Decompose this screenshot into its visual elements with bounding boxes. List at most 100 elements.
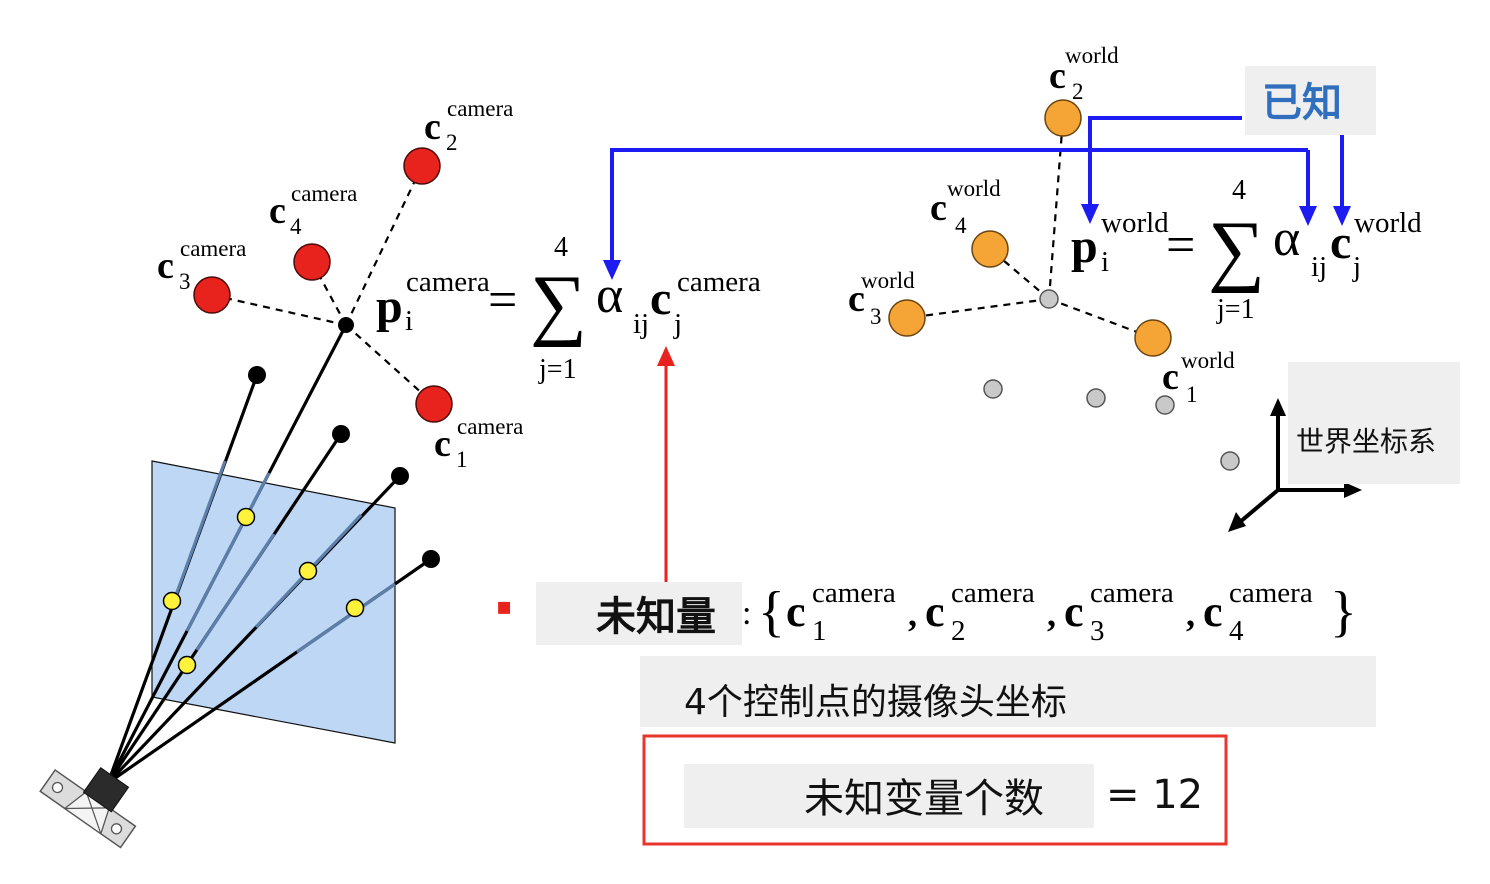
label-c1-world-sub: 1 bbox=[1186, 382, 1198, 407]
known-arrow-to-alpha-camera bbox=[610, 148, 1308, 262]
label-c2-camera-sup: camera bbox=[447, 96, 513, 121]
unknowns-description: 4个控制点的摄像头坐标 bbox=[684, 682, 1067, 723]
eq-world-lhs-sub: i bbox=[1101, 246, 1109, 278]
world-equation: p world i = ∑ 4 j=1 α ij c world j bbox=[1071, 175, 1422, 325]
label-c2-camera-sub: 2 bbox=[446, 130, 458, 155]
known-arrows bbox=[610, 116, 1344, 262]
camera-scene: c camera 2 c camera 4 c camera 3 c camer… bbox=[39, 96, 761, 849]
unknown-c1-sup: camera bbox=[812, 577, 896, 609]
unknown-c2-sub: 2 bbox=[951, 615, 966, 647]
unknowns-comma-3: , bbox=[1186, 594, 1195, 634]
label-c4-world: c bbox=[930, 187, 947, 229]
ray-behind-plane bbox=[296, 582, 396, 654]
world-scene: c world 2 c world 4 c world 3 c world 1 … bbox=[848, 43, 1460, 532]
label-c3-camera-sup: camera bbox=[180, 236, 246, 261]
unknowns-label-bg bbox=[536, 582, 742, 645]
label-c1-camera-sup: camera bbox=[457, 414, 523, 439]
camera-equation: p camera i = ∑ 4 j=1 α ij c camera j bbox=[376, 232, 761, 385]
unknowns-close-brace: } bbox=[1330, 581, 1357, 643]
object-point bbox=[391, 467, 409, 485]
control-point-world-2 bbox=[1044, 99, 1082, 137]
image-point bbox=[162, 591, 182, 611]
eq-camera-rhs: c bbox=[650, 272, 671, 325]
unknown-c1-sub: 1 bbox=[812, 615, 827, 647]
known-arrow-to-p-world bbox=[1088, 116, 1242, 205]
world-point bbox=[1220, 451, 1240, 471]
control-point-world-4 bbox=[971, 230, 1009, 268]
world-point bbox=[983, 379, 1003, 399]
world-point bbox=[1086, 388, 1106, 408]
label-c4-camera-sub: 4 bbox=[290, 214, 302, 239]
description-bg bbox=[640, 656, 1376, 727]
unknown-count-value: = 12 bbox=[1106, 772, 1203, 818]
eq-camera-lhs: p bbox=[376, 280, 403, 333]
eq-camera-rhs-sup: camera bbox=[677, 266, 761, 298]
unknown-c2-sup: camera bbox=[951, 577, 1035, 609]
eq-world-alpha-sub: ij bbox=[1311, 251, 1327, 283]
object-point bbox=[248, 366, 266, 384]
known-label: 已知 bbox=[1262, 80, 1342, 126]
eq-camera-sum-lower: j=1 bbox=[538, 354, 577, 385]
control-point-camera-1 bbox=[415, 385, 453, 423]
eq-world-rhs: c bbox=[1330, 216, 1351, 269]
label-c3-world-sub: 3 bbox=[870, 304, 882, 329]
known-arrowheads bbox=[603, 204, 1351, 280]
control-point-camera-2 bbox=[403, 147, 441, 185]
label-c3-world-sup: world bbox=[861, 268, 915, 293]
control-points-world bbox=[888, 99, 1172, 357]
camera-icon bbox=[39, 766, 137, 849]
eq-camera-equals: = bbox=[488, 272, 517, 329]
eq-camera-alpha: α bbox=[596, 267, 623, 324]
eq-world-sum-upper: 4 bbox=[1232, 175, 1246, 206]
unknown-count-label-bg bbox=[684, 764, 1094, 828]
label-c1-camera-sub: 1 bbox=[456, 447, 468, 472]
label-c4-world-sub: 4 bbox=[955, 213, 967, 238]
image-point bbox=[298, 561, 318, 581]
unknowns-comma-2: , bbox=[1047, 594, 1056, 634]
dashed-link bbox=[906, 297, 1050, 320]
unknown-count-label: 未知变量个数 bbox=[804, 776, 1044, 822]
unknown-arrowhead bbox=[657, 346, 675, 366]
unknown-c1: c bbox=[786, 587, 806, 636]
unknowns-open-brace: { bbox=[758, 581, 785, 643]
world-point bbox=[1155, 395, 1175, 415]
control-point-camera-3 bbox=[193, 276, 231, 314]
dashed-link bbox=[345, 165, 423, 326]
unknowns-row: ▪ 未知量 : { c camera 1 , c camera 2 , c ca… bbox=[496, 577, 1357, 647]
eq-world-lhs: p bbox=[1071, 220, 1098, 273]
label-c2-world-sup: world bbox=[1065, 43, 1119, 68]
unknown-c3-sub: 3 bbox=[1090, 615, 1105, 647]
image-point bbox=[236, 507, 256, 527]
eq-world-sum-lower: j=1 bbox=[1216, 294, 1255, 325]
unknown-c2: c bbox=[925, 587, 945, 636]
object-points bbox=[248, 317, 440, 568]
image-points bbox=[162, 507, 365, 675]
label-c2-world: c bbox=[1049, 55, 1066, 97]
eq-camera-alpha-sub: ij bbox=[633, 308, 649, 340]
unknowns-colon: : bbox=[742, 595, 751, 632]
label-c4-camera: c bbox=[269, 190, 286, 232]
image-point bbox=[345, 598, 365, 618]
unknowns-comma-1: , bbox=[908, 594, 917, 634]
eq-world-alpha: α bbox=[1273, 210, 1300, 267]
label-c3-world: c bbox=[848, 278, 865, 320]
eq-world-sum: ∑ bbox=[1208, 206, 1265, 294]
control-point-camera-4 bbox=[293, 243, 331, 281]
eq-camera-lhs-sup: camera bbox=[406, 266, 490, 298]
control-point-links-camera bbox=[211, 165, 435, 405]
axis-label: 世界坐标系 bbox=[1296, 425, 1436, 458]
dashed-link bbox=[1047, 117, 1065, 300]
ray-behind-plane bbox=[195, 533, 276, 651]
dashed-link bbox=[345, 324, 435, 405]
ray-behind-plane bbox=[170, 460, 227, 607]
unknown-c4-sup: camera bbox=[1229, 577, 1313, 609]
control-point-world-3 bbox=[888, 299, 926, 337]
label-c1-camera: c bbox=[434, 423, 451, 465]
eq-world-lhs-sup: world bbox=[1101, 207, 1169, 239]
label-c4-camera-sup: camera bbox=[291, 181, 357, 206]
object-point bbox=[422, 550, 440, 568]
unknown-c4: c bbox=[1203, 587, 1223, 636]
label-c2-camera: c bbox=[424, 106, 441, 148]
dashed-link bbox=[211, 293, 347, 327]
unknown-c4-sub: 4 bbox=[1229, 615, 1244, 647]
